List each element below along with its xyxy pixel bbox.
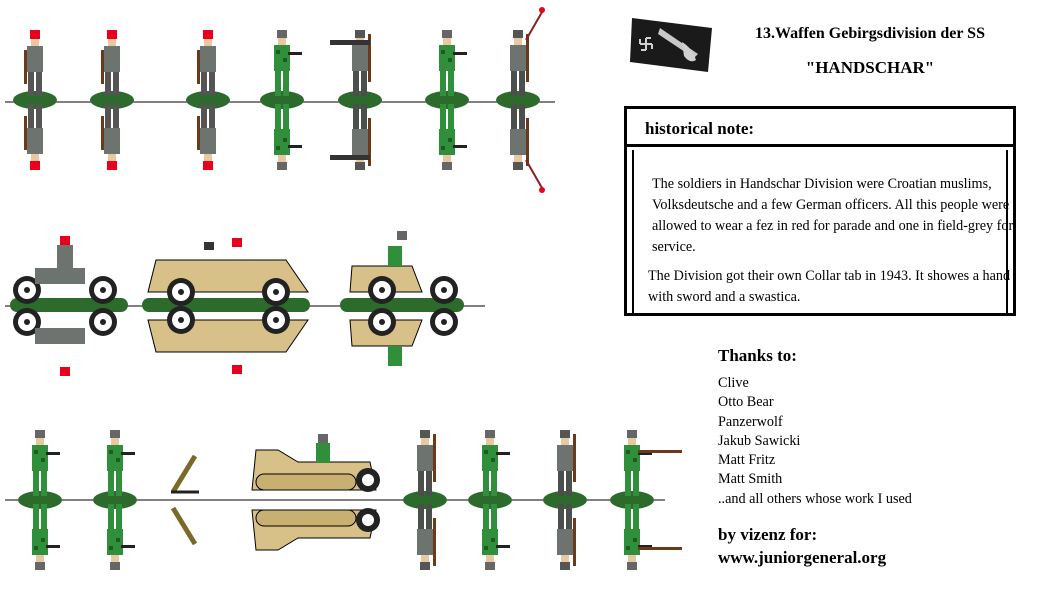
motorcycle-figure	[10, 236, 128, 376]
list-item: Jakub Sawicki	[718, 432, 801, 449]
grey-rifleman-figure	[543, 430, 587, 570]
camo-soldier-figure	[425, 30, 469, 170]
collar-tab-icon	[630, 18, 712, 72]
halftrack-figure	[251, 434, 380, 551]
camo-soldier-figure	[468, 430, 512, 570]
sidecar-motorcycle-figure	[340, 231, 464, 366]
camo-soldier-figure	[260, 30, 304, 170]
machine-gunner-figure	[330, 30, 382, 170]
note-paragraph-1: The soldiers in Handschar Division were …	[652, 176, 1014, 255]
list-item: Otto Bear	[718, 394, 774, 411]
officer-with-flag-figure	[496, 7, 545, 193]
fez-soldier-figure	[90, 30, 134, 170]
kubelwagen-figure	[142, 238, 310, 374]
list-item: Matt Fritz	[718, 452, 776, 469]
historical-note-box: historical note: The soldiers in Handsch…	[624, 106, 1016, 316]
fez-soldier-figure	[186, 30, 230, 170]
note-paragraph-2: The Division got their own Collar tab in…	[648, 268, 1011, 305]
list-item: Matt Smith	[718, 471, 783, 488]
camo-soldier-figure	[93, 430, 137, 570]
fez-soldier-figure	[13, 30, 57, 170]
page-subtitle: "HANDSCHAR"	[805, 58, 935, 77]
mortar-figure	[170, 454, 199, 546]
miniature-sheet	[5, 7, 682, 570]
credit-website-link[interactable]: www.juniorgeneral.org	[718, 548, 887, 567]
list-item: Clive	[718, 375, 749, 391]
note-heading: historical note:	[627, 109, 1013, 147]
list-item: ..and all others whose work I used	[718, 490, 912, 507]
list-item: Panzerwolf	[718, 413, 783, 430]
camo-soldier-figure	[610, 430, 682, 570]
grey-rifleman-figure	[403, 430, 447, 570]
thanks-list: Clive Otto Bear Panzerwolf Jakub Sawicki…	[718, 374, 912, 509]
credit-author: by vizenz for:	[718, 525, 818, 544]
camo-soldier-figure	[18, 430, 62, 570]
page-title: 13.Waffen Gebirgsdivision der SS	[755, 25, 985, 42]
thanks-heading: Thanks to:	[718, 346, 797, 365]
credit: by vizenz for: www.juniorgeneral.org	[718, 523, 886, 569]
